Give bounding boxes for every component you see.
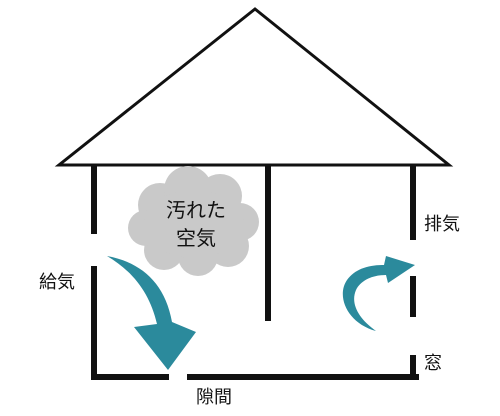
gap-label: 隙間 bbox=[196, 387, 232, 408]
dirty-air-label-line2: 空気 bbox=[176, 226, 216, 250]
exhaust-air-arrow-icon bbox=[342, 256, 415, 331]
supply-label: 給気 bbox=[39, 272, 75, 293]
roof bbox=[54, 7, 454, 167]
window-label: 窓 bbox=[424, 353, 442, 374]
exhaust-label: 排気 bbox=[424, 214, 460, 235]
supply-air-arrow-icon bbox=[107, 256, 196, 370]
dirty-air-label-line1: 汚れた bbox=[166, 198, 226, 222]
dirty-air-cloud bbox=[128, 166, 259, 276]
